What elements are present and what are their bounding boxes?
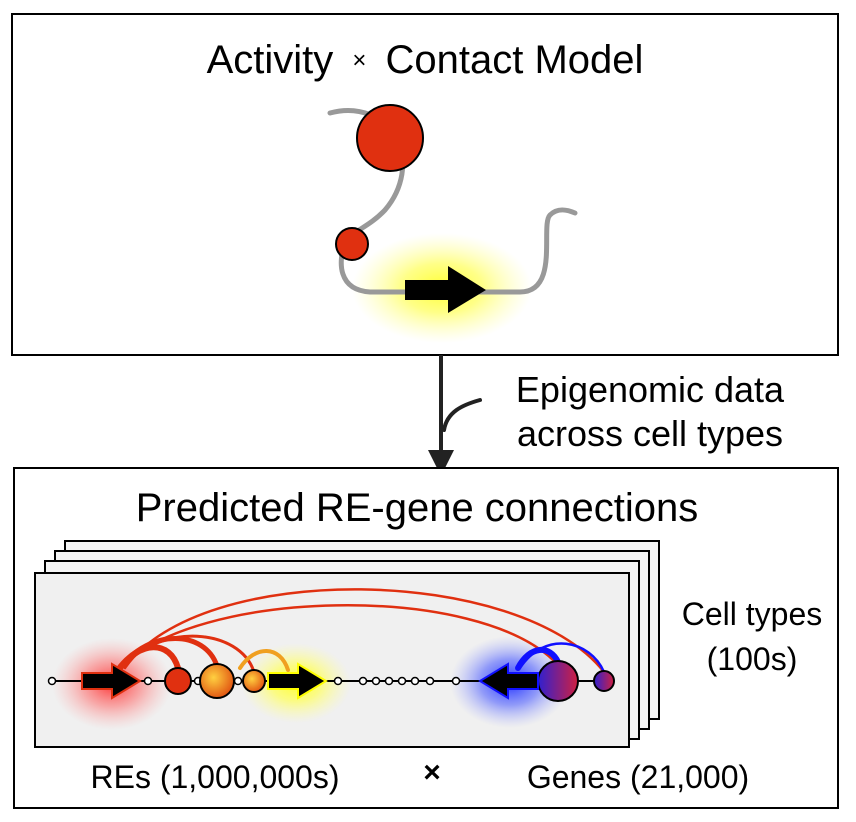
- cell-types-label-line2: (100s): [707, 641, 798, 677]
- re-node: [371, 676, 381, 686]
- label-leader-line: [442, 398, 482, 432]
- re-node: [451, 676, 461, 686]
- re-node: [384, 676, 394, 686]
- title-times-operator: ×: [352, 47, 366, 74]
- enhancer-large-circle: [356, 104, 424, 172]
- re-node: [425, 676, 435, 686]
- gene-red-arrow-icon: [81, 662, 142, 700]
- gene-promoter-arrow-icon: [405, 266, 486, 313]
- re-node: [47, 676, 57, 686]
- re-node: [143, 676, 153, 686]
- arc-yellow-gene-to-re: [238, 649, 290, 672]
- cell-types-label-line1: Cell types: [682, 596, 823, 632]
- arrow-label-line2: across cell types: [517, 413, 783, 454]
- re-node: [397, 676, 407, 686]
- gene-yellow-arrow-icon: [267, 662, 328, 700]
- gene-blue-reverse-arrow-icon: [478, 662, 539, 700]
- arc-red-gene-to-far-re-1: [123, 588, 606, 674]
- re-orange-small: [242, 669, 266, 693]
- re-purple-small: [593, 670, 615, 692]
- enhancer-small-circle: [335, 227, 369, 261]
- flow-arrow-head-icon: [428, 450, 454, 476]
- arc-blue-gene-to-re-2: [518, 642, 606, 674]
- top-panel-title: Activity × Contact Model: [207, 33, 644, 82]
- re-orange-large: [199, 663, 235, 699]
- small-re-nodes: [47, 676, 461, 686]
- re-node: [333, 676, 343, 686]
- re-red-1: [164, 667, 192, 695]
- title-activity: Activity: [207, 38, 334, 82]
- re-purple-large: [537, 660, 579, 702]
- arrow-label-line1: Epigenomic data: [516, 369, 785, 410]
- footer-genes-label: Genes (21,000): [527, 759, 749, 795]
- footer-res-label: REs (1,000,000s): [90, 759, 339, 795]
- re-node: [358, 676, 368, 686]
- title-contact-model: Contact Model: [386, 38, 644, 82]
- bottom-panel-title: Predicted RE-gene connections: [136, 486, 699, 530]
- footer-times-operator: ×: [423, 756, 441, 789]
- re-gene-connection-arcs: [115, 588, 606, 674]
- re-node: [233, 676, 243, 686]
- re-node: [410, 676, 420, 686]
